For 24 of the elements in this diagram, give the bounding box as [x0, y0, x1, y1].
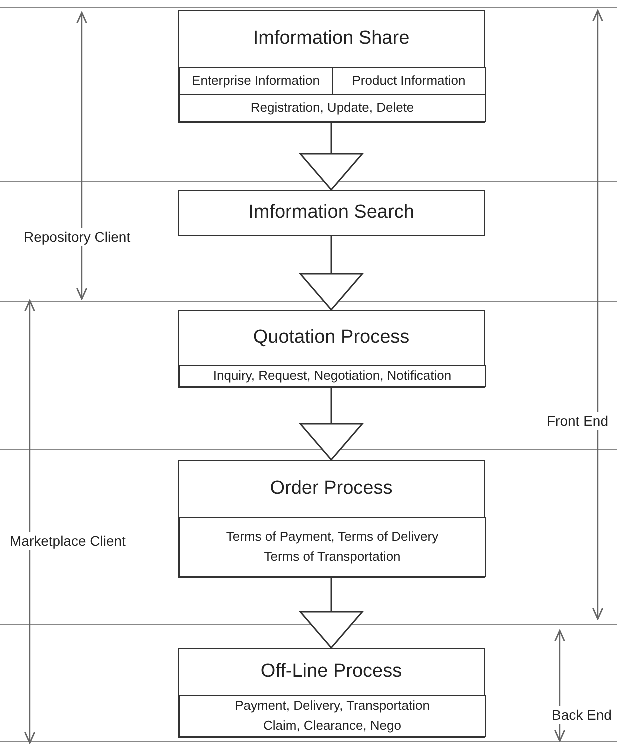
process-box — [178, 460, 485, 578]
range-label: Front End — [545, 412, 610, 430]
arrow — [300, 578, 364, 649]
arrow — [300, 236, 364, 311]
process-box — [178, 310, 485, 388]
process-box — [178, 190, 485, 236]
range-label: Marketplace Client — [8, 532, 128, 550]
info-cell: Payment, Delivery, Transportation Claim, Clearance, Nego — [179, 695, 486, 737]
arrow — [300, 388, 364, 461]
range-label: Back End — [550, 706, 614, 724]
info-cell: Registration, Update, Delete — [179, 94, 486, 122]
process-box — [178, 648, 485, 738]
process-box — [178, 10, 485, 123]
box-title: Imformation Share — [252, 28, 411, 50]
info-cell: Product Information — [332, 67, 486, 95]
range-label: Repository Client — [22, 228, 133, 246]
info-cell: Inquiry, Request, Negotiation, Notification — [179, 365, 486, 387]
box-title: Imformation Search — [248, 202, 416, 224]
box-title: Quotation Process — [252, 326, 411, 348]
info-cell: Enterprise Information — [179, 67, 333, 95]
arrow — [300, 123, 364, 191]
box-title: Order Process — [269, 478, 394, 500]
info-cell: Terms of Payment, Terms of Delivery Terms of Transportation — [179, 517, 486, 577]
box-title: Off-Line Process — [260, 660, 404, 682]
